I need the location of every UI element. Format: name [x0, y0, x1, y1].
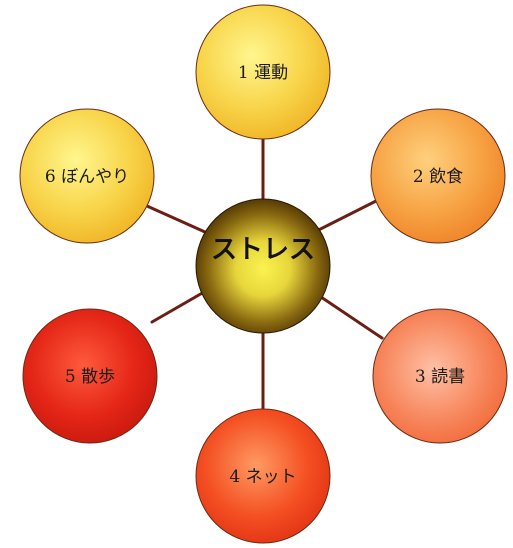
node-2: 2 飲食: [370, 108, 506, 244]
node-6: 6 ぼんやり: [19, 108, 155, 244]
node-5-circle: [22, 308, 158, 444]
node-3-label: 3 読書: [415, 367, 465, 387]
node-2-label: 2 飲食: [413, 167, 463, 187]
node-1: 1 運動: [195, 4, 331, 140]
node-3: 3 読書: [372, 308, 508, 444]
node-1-label: 1 運動: [238, 63, 288, 83]
node-5: 5 散歩: [22, 308, 158, 444]
node-4: 4 ネット: [195, 408, 331, 544]
node-4-label: 4 ネット: [229, 467, 296, 487]
node-6-label: 6 ぼんやり: [45, 167, 129, 187]
node-2-circle: [370, 108, 506, 244]
node-6-circle: [19, 108, 155, 244]
center-node-circle: [195, 198, 331, 334]
node-3-circle: [372, 308, 508, 444]
node-4-circle: [195, 408, 331, 544]
node-1-circle: [195, 4, 331, 140]
center-node: ストレス: [195, 198, 331, 334]
node-5-label: 5 散歩: [65, 367, 115, 387]
center-node-label: ストレス: [211, 235, 315, 265]
